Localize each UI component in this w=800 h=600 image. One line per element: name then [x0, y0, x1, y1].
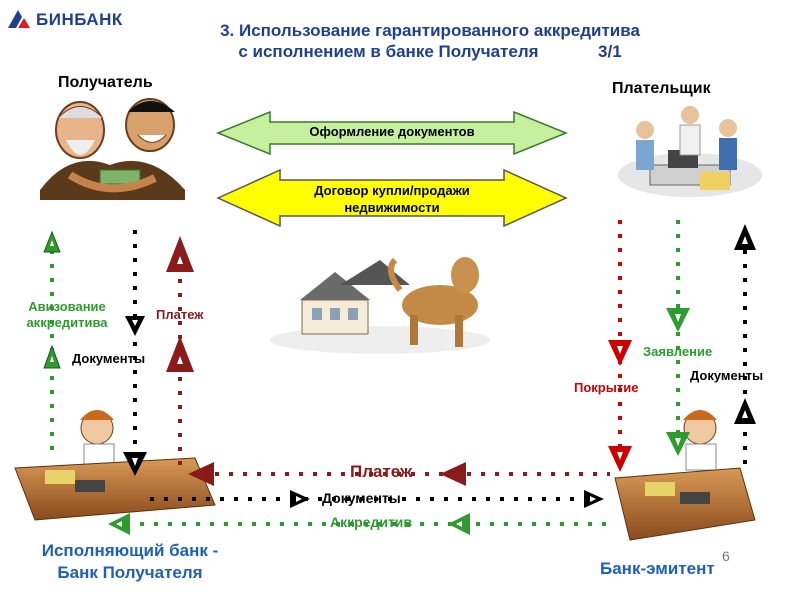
issuing-bank-label: Банк-эмитент: [600, 559, 715, 578]
payer-label: Плательщик: [612, 80, 711, 97]
bank-logo: БИНБАНК: [6, 8, 126, 30]
contract-label-line-2: недвижимости: [344, 200, 440, 215]
executing-bank-desk-illustration: [14, 410, 216, 521]
documents-processing-arrow: [215, 110, 569, 156]
payment-label-left: Платеж: [156, 307, 204, 322]
application-label: Заявление: [643, 344, 713, 359]
documents-label-right: Документы: [690, 368, 764, 383]
payer-office-illustration: [618, 106, 762, 197]
documents-label-left: Документы: [72, 351, 146, 366]
executing-bank-label: Исполняющий банк - Банк Получателя: [10, 540, 250, 584]
advising-label-line-1: Авизование: [28, 299, 106, 314]
payment-arrowhead-up-bottom: [166, 336, 194, 372]
receiver-people-illustration: [40, 98, 185, 200]
issuing-bank-desk-illustration: [614, 410, 756, 541]
page-title: 3. Использование гарантированного аккред…: [130, 20, 730, 62]
logo-text: БИНБАНК: [36, 10, 123, 29]
executing-bank-label-line-1: Исполняющий банк -: [41, 541, 219, 560]
binbank-logo-icon: [8, 10, 30, 28]
documents-arrowhead-down-bottom: [123, 452, 147, 476]
advising-label: Авизование аккредитива: [12, 299, 122, 331]
advising-label-line-2: аккредитива: [26, 315, 108, 330]
title-line-1: 3. Использование гарантированного аккред…: [220, 21, 640, 40]
executing-bank-label-line-2: Банк Получателя: [57, 563, 203, 582]
payment-label-bottom: Платеж: [350, 462, 413, 481]
house-and-dog-illustration: [270, 257, 490, 354]
documents-label-bottom: Документы: [322, 490, 401, 506]
credit-arrowhead-left-b: [448, 513, 470, 535]
documents-arrowhead-up-bottom: [734, 398, 756, 424]
payment-arrowhead-left-a: [188, 462, 214, 486]
documents-arrowhead-right-b: [584, 490, 604, 508]
advising-arrowhead-up-top: [43, 230, 61, 253]
receiver-label: Получатель: [58, 74, 153, 91]
coverage-arrowhead-down-bottom: [608, 446, 632, 472]
documents-arrowhead-right-a: [290, 490, 310, 508]
documents-arrowhead-down-mid: [125, 316, 145, 336]
contract-label-line-1: Договор купли/продажи: [314, 183, 470, 198]
payment-arrowhead-up-top: [166, 236, 194, 272]
contract-label: Договор купли/продажи недвижимости: [280, 182, 504, 216]
advising-arrowhead-up-bottom: [43, 344, 61, 369]
slide-code: 3/1: [598, 42, 622, 61]
coverage-label: Покрытие: [574, 380, 639, 395]
title-line-2-text: с исполнением в банке Получателя: [238, 42, 539, 61]
coverage-arrowhead-down-top: [608, 340, 632, 366]
documents-arrowhead-up-top: [734, 224, 756, 250]
application-arrowhead-down-top: [666, 308, 690, 332]
page-number: 6: [722, 548, 730, 564]
contract-arrow: [216, 168, 568, 228]
payment-arrowhead-left-b: [440, 462, 466, 486]
title-line-2: с исполнением в банке Получателя 3/1: [130, 41, 730, 62]
application-arrowhead-down-bottom: [666, 432, 690, 456]
documents-processing-label: Оформление документов: [309, 124, 475, 139]
credit-arrowhead-left-a: [108, 513, 130, 535]
credit-label-bottom: Аккредитив: [330, 514, 413, 530]
